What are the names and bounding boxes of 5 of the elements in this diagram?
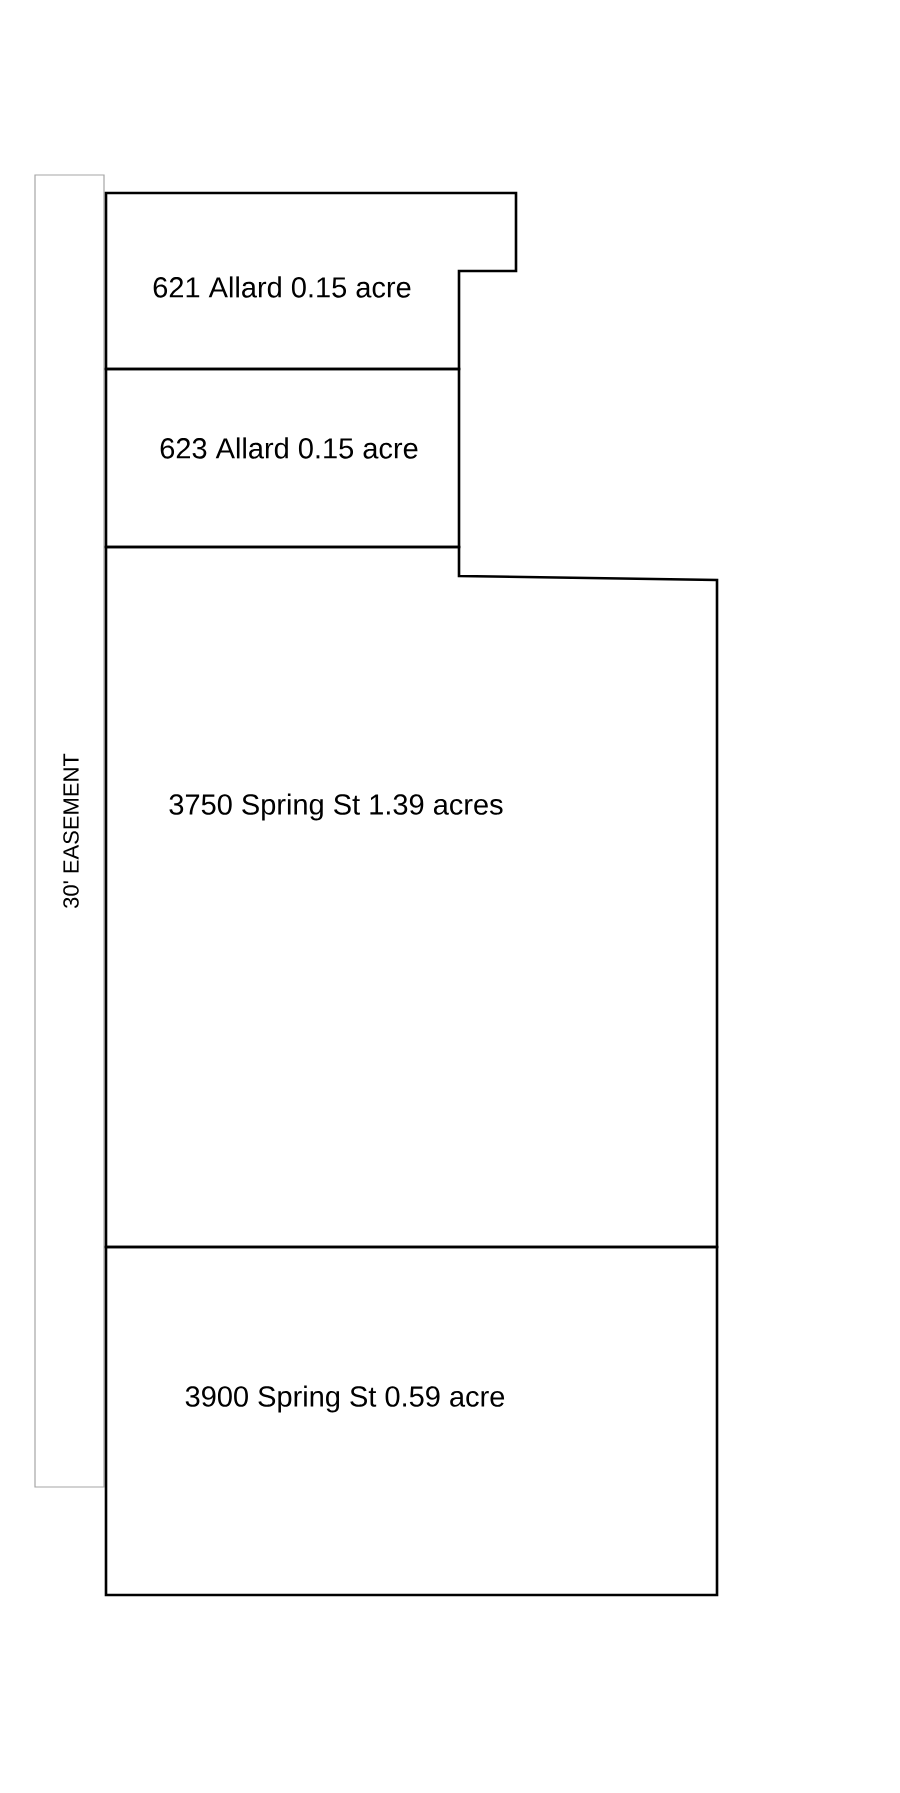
easement-strip: 30' EASEMENT xyxy=(34,174,105,1488)
parcel: 3750 Spring St 1.39 acres xyxy=(104,545,719,1249)
parcel: 3900 Spring St 0.59 acre xyxy=(104,1245,719,1597)
parcel: 623 Allard 0.15 acre xyxy=(104,367,461,549)
parcel: 621 Allard 0.15 acre xyxy=(104,191,518,371)
